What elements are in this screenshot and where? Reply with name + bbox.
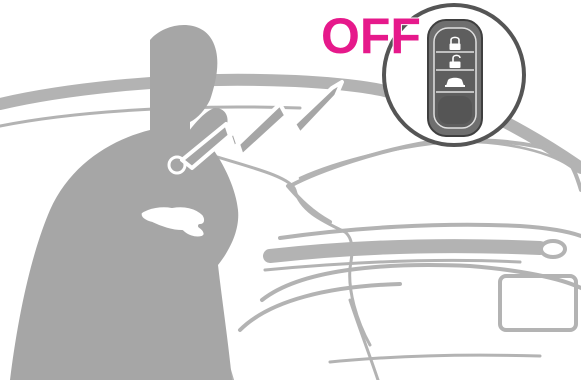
car-lower-line bbox=[330, 355, 540, 362]
car-tailgate-lower-contour bbox=[240, 284, 400, 330]
person-silhouette bbox=[10, 25, 238, 380]
key-fob-lower-panel bbox=[438, 96, 472, 124]
person-body bbox=[10, 126, 238, 380]
car-license-plate bbox=[500, 276, 576, 330]
car-emblem bbox=[541, 241, 565, 257]
car-body-line bbox=[350, 300, 378, 380]
car-spoiler bbox=[280, 225, 581, 238]
off-label: OFF bbox=[321, 8, 421, 64]
car-tail-light-band bbox=[270, 246, 540, 256]
car-rear-window-inner bbox=[300, 142, 570, 178]
